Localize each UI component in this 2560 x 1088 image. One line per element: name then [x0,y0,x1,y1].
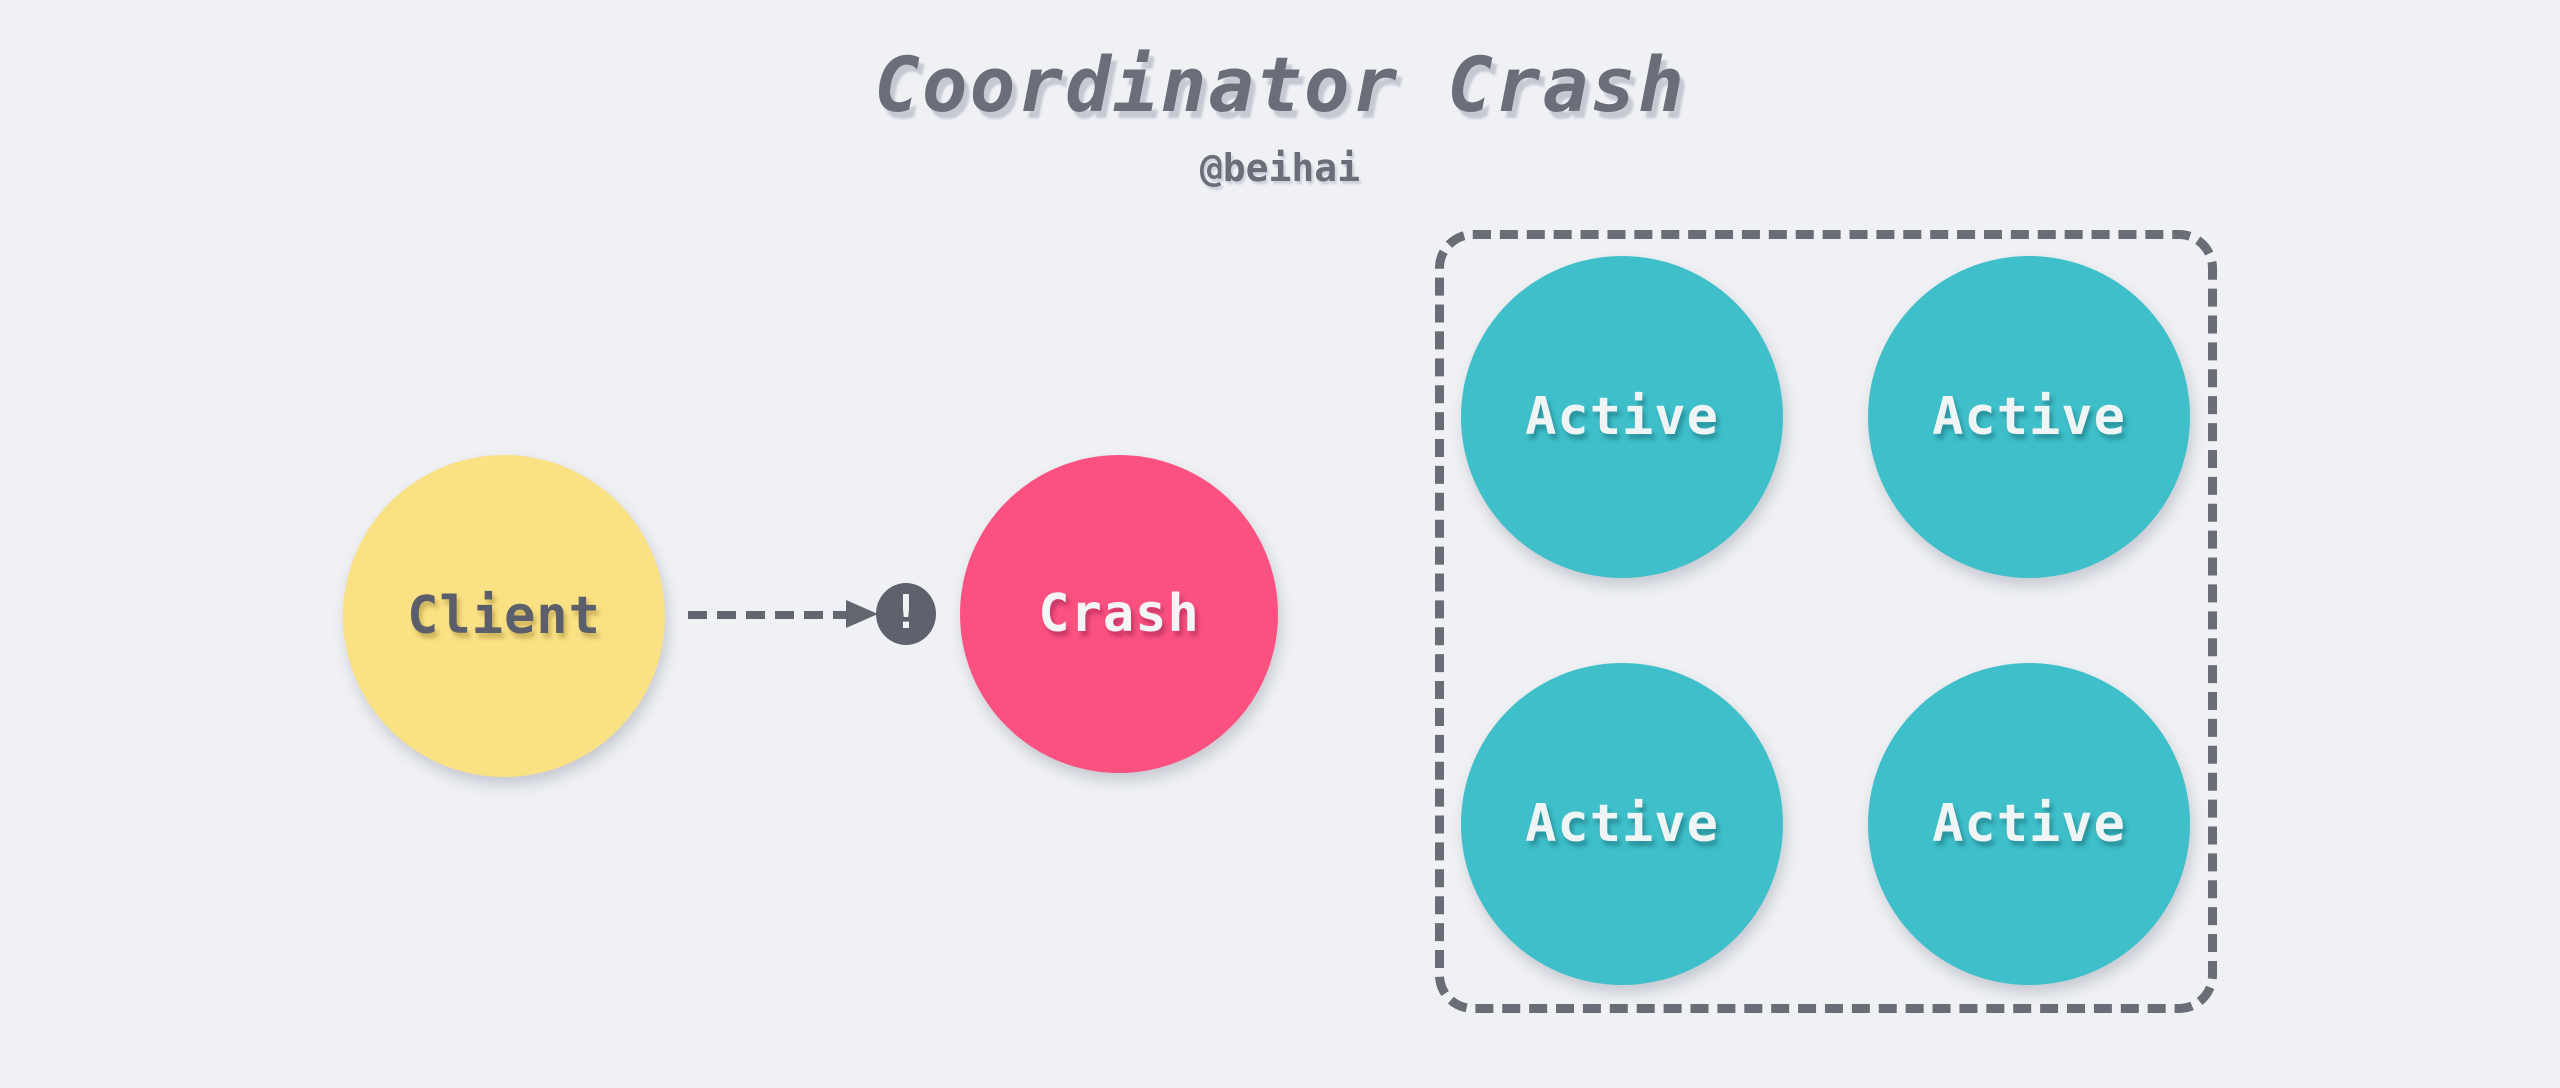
arrowhead-icon [846,600,878,628]
crash-node-label: Crash [1038,584,1200,644]
exclamation-glyph: ! [892,585,920,639]
active-node-2: Active [1868,256,2190,578]
client-node-label: Client [407,586,601,646]
active-node-3: Active [1461,663,1783,985]
active-node-label: Active [1525,387,1719,447]
active-cluster-box: Active Active Active Active [1435,230,2217,1013]
page-title: Coordinator Crash [874,40,1686,129]
crash-node: Crash [960,455,1278,773]
client-node: Client [343,455,665,777]
dashed-connector-line [688,611,846,619]
author-credit: @beihai [1199,146,1361,190]
exclamation-icon: ! [876,583,936,645]
active-node-label: Active [1525,794,1719,854]
active-node-label: Active [1932,387,2126,447]
active-node-4: Active [1868,663,2190,985]
active-node-1: Active [1461,256,1783,578]
active-node-label: Active [1932,794,2126,854]
